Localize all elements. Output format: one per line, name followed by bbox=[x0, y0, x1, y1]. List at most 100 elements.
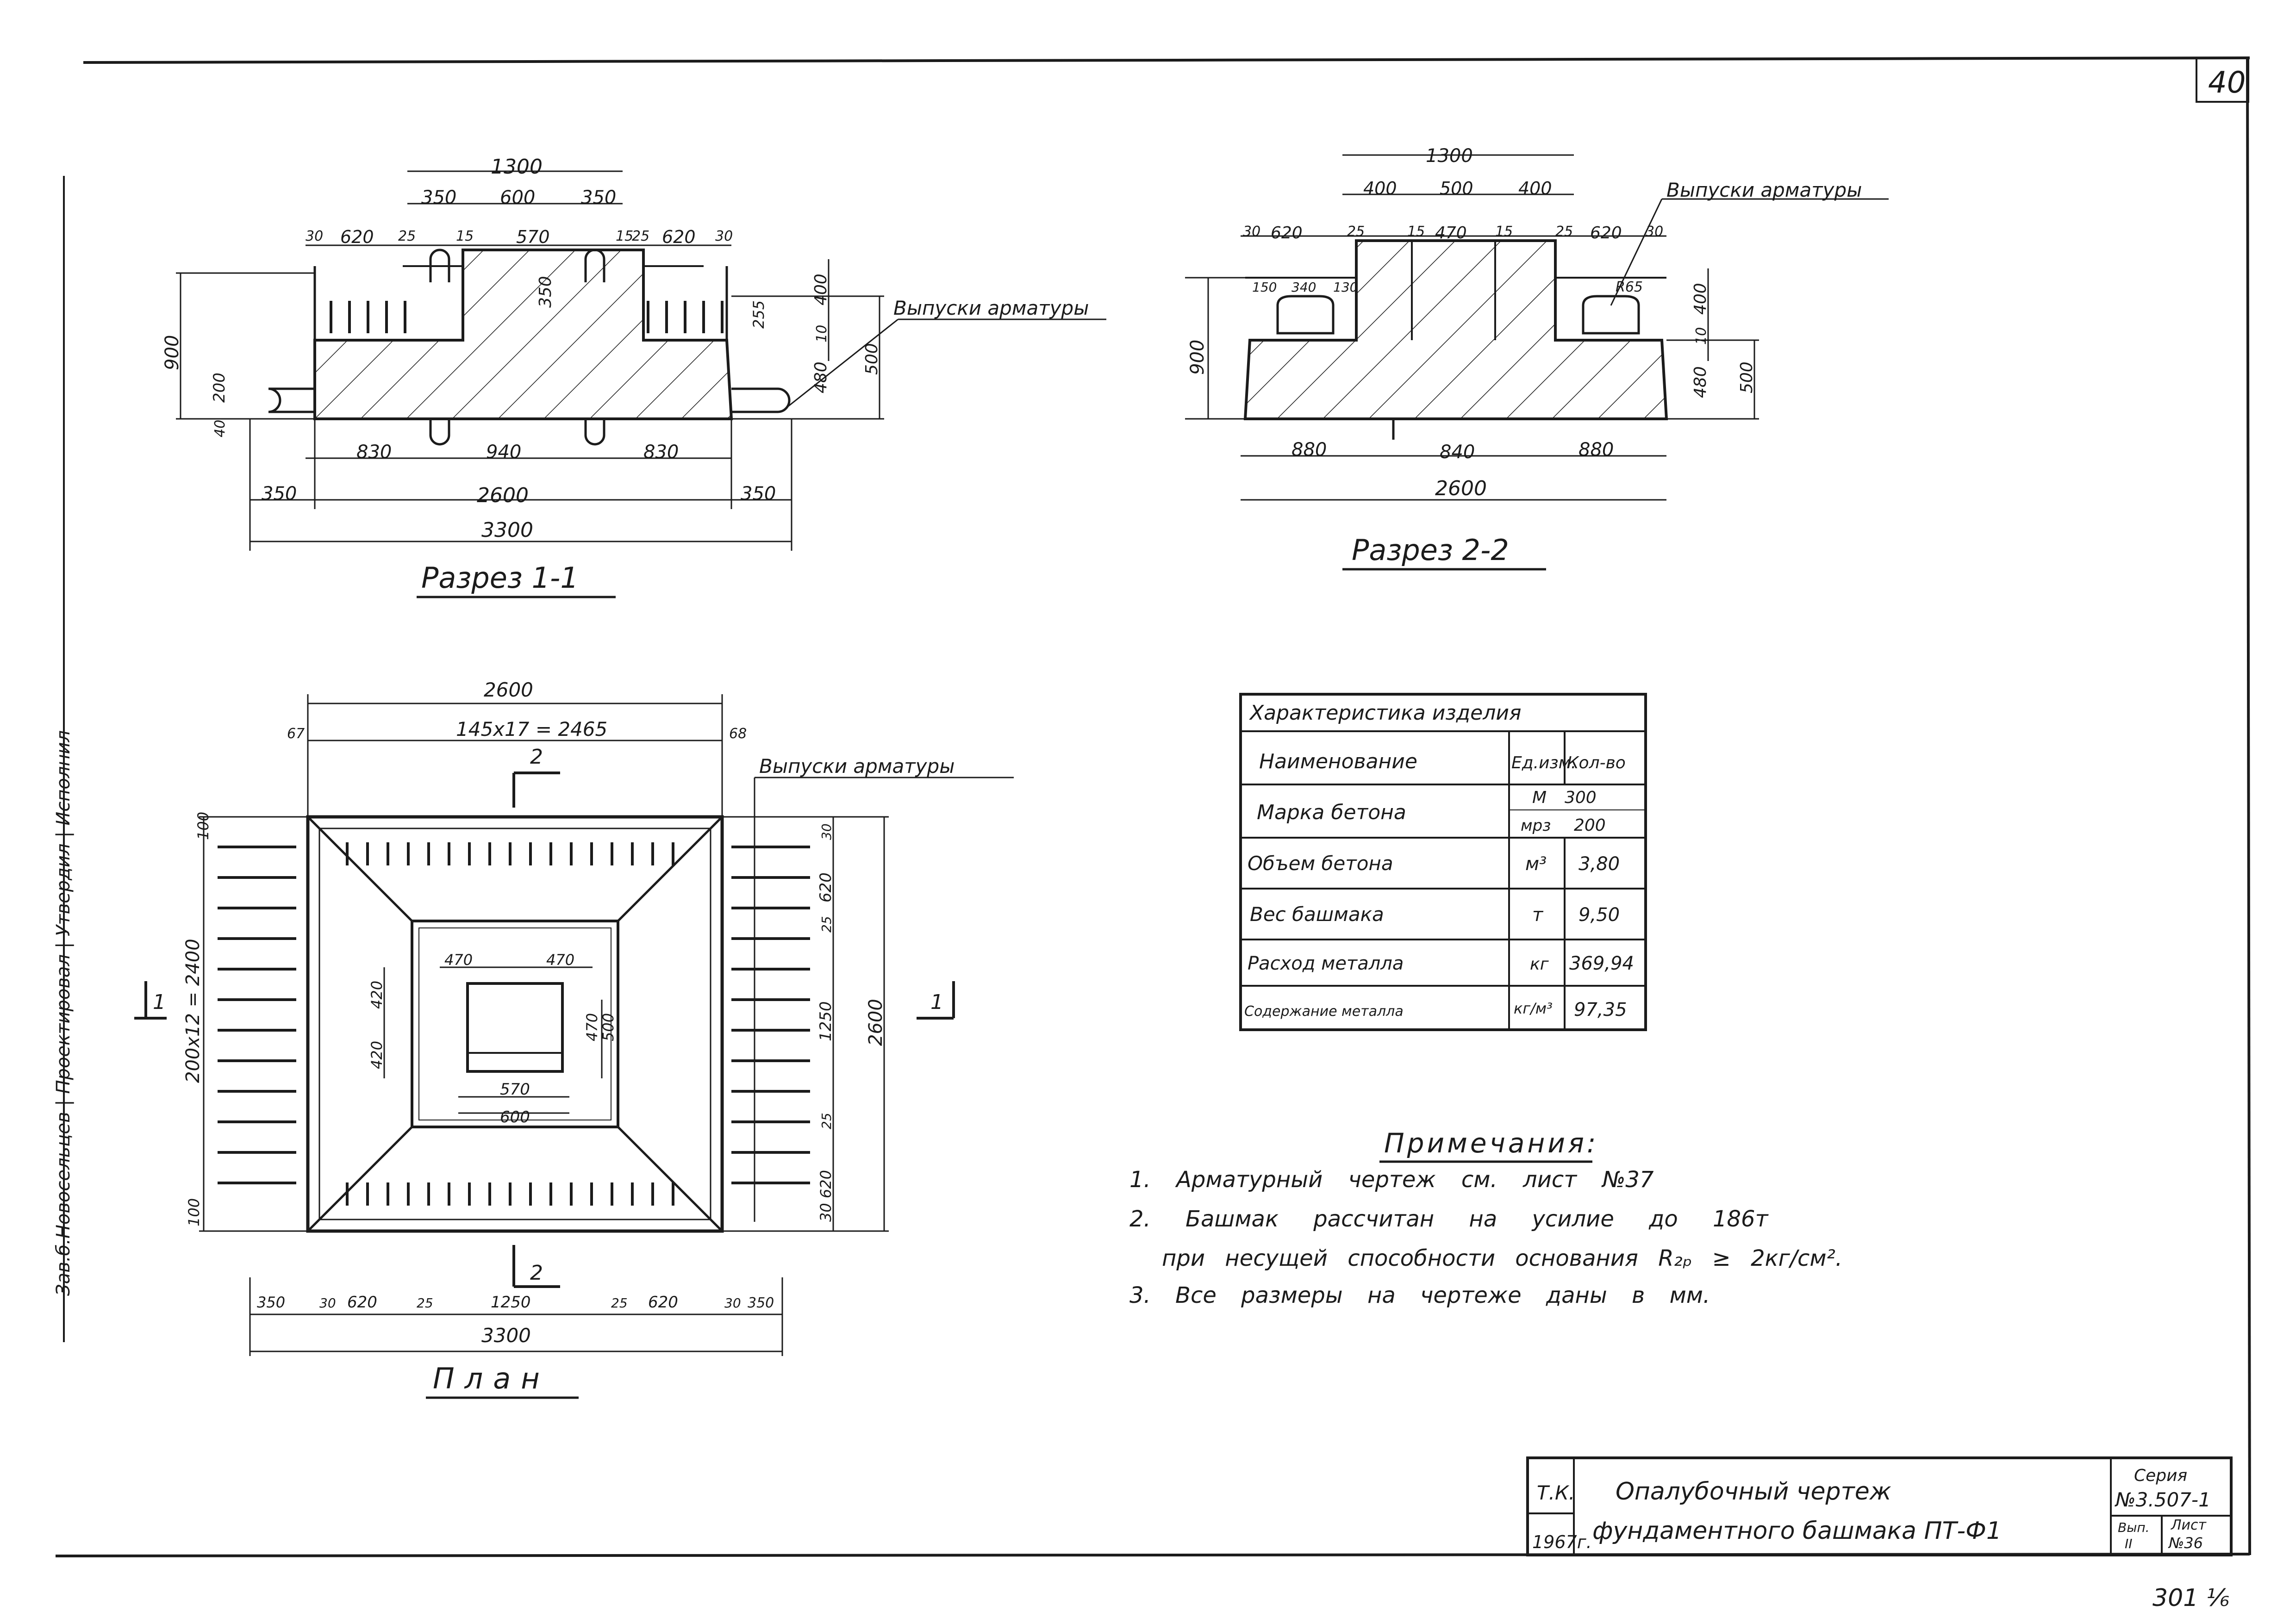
plan-right-part: 25 bbox=[819, 1113, 834, 1129]
s11-bottom-part: 940 bbox=[486, 442, 521, 463]
s22-upper-dim: 15 bbox=[1495, 224, 1513, 240]
plan-rebar-label: Выпуски арматуры bbox=[759, 755, 955, 778]
bottom-mark: 301 ⅟₆ bbox=[2152, 1584, 2229, 1612]
plan-bottom-total: 3300 bbox=[481, 1324, 531, 1347]
s22-bottom-part: 840 bbox=[1440, 442, 1475, 463]
spec-row-value: 369,94 bbox=[1569, 953, 1634, 974]
s11-top-part: 600 bbox=[500, 187, 535, 208]
plan-inner-top: 470 bbox=[546, 951, 574, 969]
page-number: 40 bbox=[2208, 66, 2246, 100]
s22-radius: R65 bbox=[1616, 279, 1643, 295]
plan-bottom-dim: 620 bbox=[648, 1293, 678, 1312]
spec-row-unit: кг bbox=[1530, 955, 1549, 974]
note-item: при несущей способности основания R₂ₚ ≥ … bbox=[1162, 1245, 1842, 1271]
s11-upper-dim: 620 bbox=[340, 227, 374, 247]
s11-upper-dim: 30 bbox=[306, 228, 323, 244]
plan-bottom-dim: 25 bbox=[611, 1295, 628, 1311]
plan-inner-right: 500 bbox=[599, 1013, 617, 1041]
s22-upper-dim: 470 bbox=[1435, 224, 1467, 243]
plan-inner-bottom-1: 570 bbox=[500, 1080, 530, 1099]
spec-title: Характеристика изделия bbox=[1249, 701, 1521, 725]
s11-inner-step: 350 bbox=[536, 276, 555, 308]
s22-right-dim: 400 bbox=[1691, 283, 1710, 315]
spec-header: Наименование bbox=[1259, 750, 1417, 773]
s11-right-dim: 400 bbox=[811, 274, 830, 305]
spec-row-value: 300 bbox=[1565, 788, 1597, 807]
spec-table: Характеристика изделия Наименование Ед.и… bbox=[1239, 693, 1647, 1031]
s11-upper-dim: 15 bbox=[616, 228, 633, 244]
s22-right-dim: 500 bbox=[1737, 361, 1756, 393]
s11-upper-dim: 30 bbox=[715, 228, 733, 244]
plan-left-bottom: 100 bbox=[185, 1198, 203, 1226]
plan-top-step: 145x17 = 2465 bbox=[456, 718, 607, 740]
section-1-1: 1300 350 600 350 30 620 25 15 570 15 25 … bbox=[162, 155, 1106, 598]
tb-issue-label: Вып. bbox=[2118, 1520, 2150, 1535]
s11-top-part: 350 bbox=[421, 187, 456, 208]
s22-top-part: 500 bbox=[1440, 178, 1473, 199]
plan-marker-bottom: 2 bbox=[530, 1261, 543, 1285]
s11-right-dim: 500 bbox=[862, 343, 881, 375]
s11-bottom-mid: 350 bbox=[262, 483, 297, 504]
s11-upper-dim: 570 bbox=[516, 227, 550, 247]
plan-bottom-dim: 30 bbox=[724, 1295, 741, 1311]
s11-right-dim: 255 bbox=[750, 300, 767, 329]
plan-right-part: 1250 bbox=[817, 1001, 835, 1041]
spec-row-unit: м³ bbox=[1525, 853, 1547, 875]
s11-left-small: 200 bbox=[210, 373, 229, 403]
tb-sheet-value: №36 bbox=[2168, 1534, 2203, 1552]
plan-inner-top: 470 bbox=[444, 951, 473, 969]
side-stamp: Зав.б.Новосельцев | Проектировал | Утвер… bbox=[53, 730, 74, 1296]
s22-upper-dim: 620 bbox=[1590, 224, 1622, 243]
s22-bottom-part: 880 bbox=[1578, 439, 1614, 460]
s22-lower-dim: 150 bbox=[1252, 280, 1277, 295]
s11-upper-dim: 620 bbox=[662, 227, 696, 247]
spec-row-value: 3,80 bbox=[1578, 853, 1620, 875]
plan-right-part: 30 620 bbox=[817, 1170, 835, 1222]
plan-right-part: 30 bbox=[819, 823, 834, 840]
s11-bottom-part: 830 bbox=[356, 442, 392, 463]
s22-right-dim: 10 bbox=[1693, 327, 1710, 345]
plan-inner-left: 420 bbox=[368, 1041, 386, 1069]
plan-inner-left: 420 bbox=[368, 981, 386, 1009]
s11-rebar-label: Выпуски арматуры bbox=[893, 297, 1089, 319]
spec-header: Ед.изм. bbox=[1511, 753, 1576, 772]
s11-bottom-part: 830 bbox=[643, 442, 679, 463]
s22-top-part: 400 bbox=[1363, 178, 1397, 199]
spec-row-name: Содержание металла bbox=[1244, 1003, 1404, 1020]
spec-row-value: 97,35 bbox=[1574, 999, 1627, 1020]
plan-bottom-dim: 350 bbox=[257, 1294, 285, 1311]
plan-marker-right: 1 bbox=[930, 990, 943, 1014]
section-2-2: 1300 400 500 400 30 620 25 15 470 15 25 … bbox=[1185, 145, 1889, 571]
s11-bottom-mid: 2600 bbox=[477, 484, 529, 507]
spec-row-name: Объем бетона bbox=[1248, 852, 1393, 875]
s11-upper-dim: 25 bbox=[632, 228, 649, 244]
note-item: 2. Башмак рассчитан на усилие до 186т bbox=[1129, 1206, 1769, 1232]
s11-bottom-total: 3300 bbox=[481, 518, 533, 542]
s11-right-dim: 10 bbox=[814, 325, 830, 342]
plan-title: План bbox=[433, 1362, 550, 1395]
plan-left-top: 100 bbox=[194, 812, 212, 840]
s11-top-total: 1300 bbox=[491, 155, 543, 179]
s22-upper-dim: 25 bbox=[1347, 224, 1365, 240]
tb-series-value: №3.507-1 bbox=[2115, 1488, 2211, 1511]
tb-org: Т.К. bbox=[1537, 1481, 1575, 1504]
plan-bottom-dim: 1250 bbox=[491, 1293, 531, 1312]
s11-top-part: 350 bbox=[581, 187, 616, 208]
note-item: 1. Арматурный чертеж см. лист №37 bbox=[1129, 1167, 1654, 1193]
notes: Примечания: 1. Арматурный чертеж см. лис… bbox=[1129, 1127, 1842, 1308]
section-2-2-title: Разрез 2-2 bbox=[1352, 533, 1509, 567]
tb-title-1: Опалубочный чертеж bbox=[1616, 1478, 1891, 1506]
spec-row-name: Расход металла bbox=[1248, 953, 1404, 974]
s22-upper-dim: 620 bbox=[1271, 224, 1303, 243]
plan-bottom-dim: 30 bbox=[319, 1295, 336, 1311]
spec-row-name: Марка бетона bbox=[1257, 801, 1406, 824]
plan-right-part: 25 bbox=[819, 916, 834, 933]
spec-row-name: Вес башмака bbox=[1250, 903, 1384, 926]
s11-upper-dim: 25 bbox=[398, 228, 416, 244]
plan-left-total: 200x12 = 2400 bbox=[182, 939, 204, 1083]
plan-right-part: 620 bbox=[817, 872, 835, 902]
plan-view: 2 2 1 1 2600 145x17 = 2465 67 68 200x12 … bbox=[134, 678, 1014, 1399]
spec-row-unit: т bbox=[1532, 904, 1544, 926]
s22-bottom-total: 2600 bbox=[1435, 477, 1487, 500]
spec-row-unit: кг/м³ bbox=[1514, 1000, 1553, 1017]
